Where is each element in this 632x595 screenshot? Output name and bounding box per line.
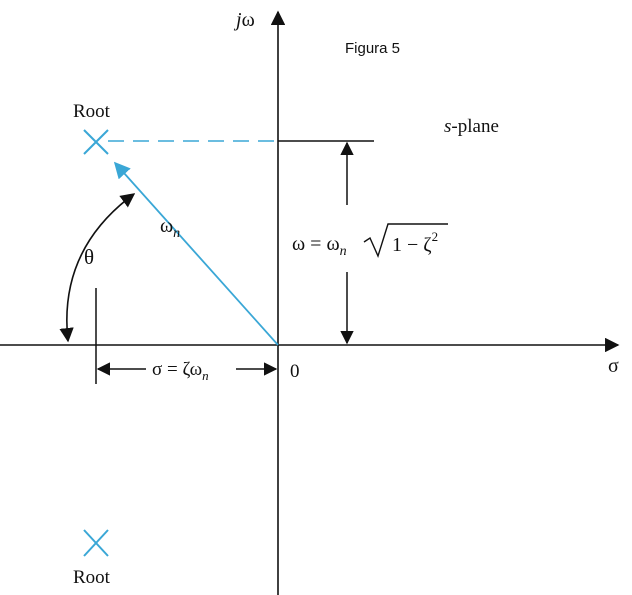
lower-root-marker [83,529,109,557]
upper-root-marker [83,129,109,155]
lower-root-label: Root [73,567,111,588]
upper-root-label: Root [73,101,111,122]
omega-equation-lhs: ω = ωn [292,233,347,259]
real-axis-label: σ [608,355,619,377]
origin-label: 0 [290,361,300,382]
figure-title: Figura 5 [345,40,400,57]
omega-n-label: ωn [160,215,180,241]
imaginary-axis-label: jω [233,9,255,31]
theta-arc [59,193,136,343]
theta-label: θ [84,245,94,269]
plane-label: s-plane [444,116,499,137]
sqrt-sign [363,223,448,258]
sigma-equation: σ = ζωn [152,359,209,383]
omega-n-vector [113,161,279,346]
omega-equation-sqrt-body: 1 − ζ2 [392,229,438,256]
